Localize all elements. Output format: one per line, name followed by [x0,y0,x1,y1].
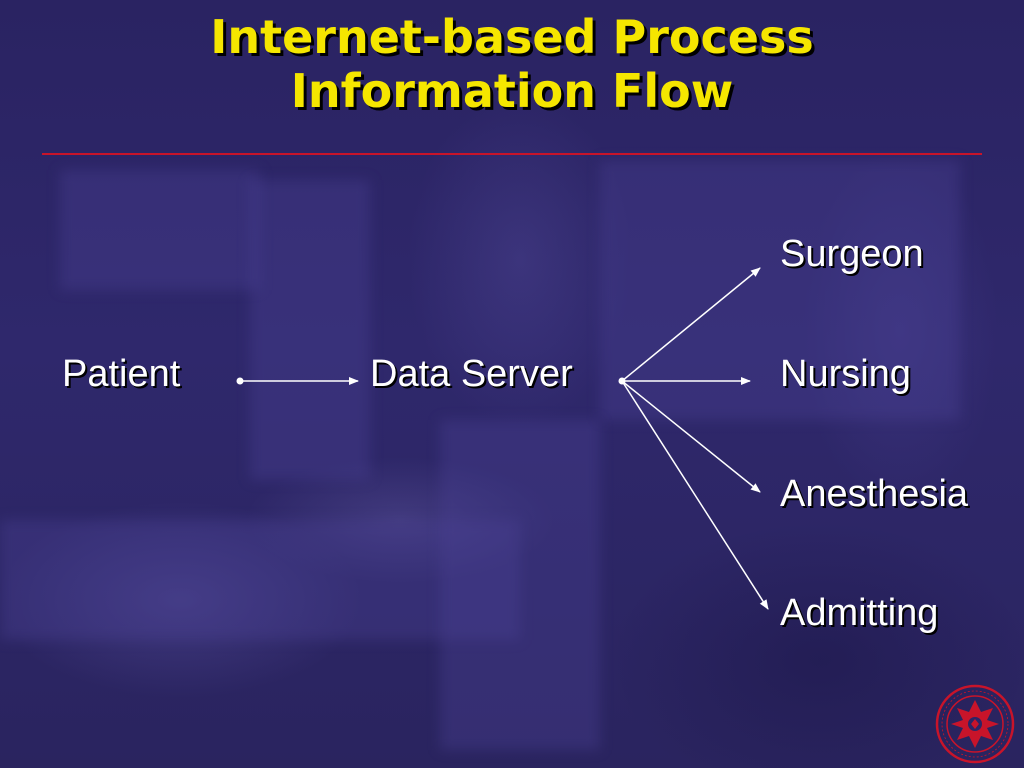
arrow-to-surgeon [621,267,761,382]
node-anesthesia: Anesthesia [780,473,969,515]
node-data-server: Data Server [370,353,573,395]
arrow-to-admitting [621,380,769,610]
slide-title: Internet-based Process Information Flow [0,10,1024,118]
node-nursing: Nursing [780,353,911,395]
title-line-1: Internet-based Process [210,10,814,64]
title-line-2: Information Flow [290,64,734,118]
node-admitting: Admitting [780,592,939,634]
node-patient: Patient [62,353,181,395]
arrow-to-anesthesia [621,380,761,493]
node-surgeon: Surgeon [780,233,924,275]
university-seal-logo [935,684,1015,764]
title-divider [42,153,982,155]
